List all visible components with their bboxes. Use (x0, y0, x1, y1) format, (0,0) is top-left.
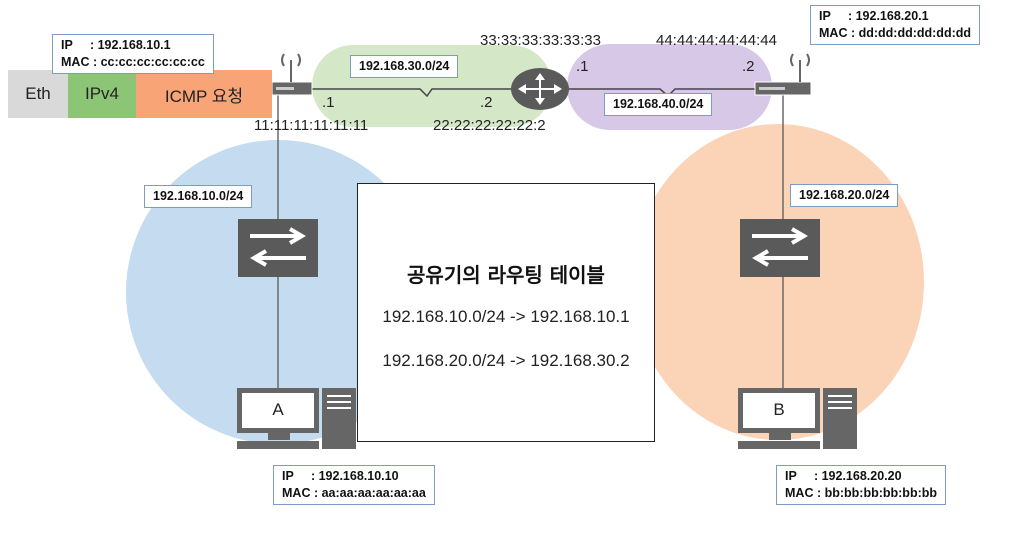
gateway2-ip: IP : 192.168.20.1 (819, 9, 929, 23)
core-router-icon (511, 68, 569, 110)
switch-b-icon (740, 219, 820, 277)
packet-ipv4: IPv4 (68, 70, 136, 118)
mac-router-left: 22:22:22:22:22:2 (433, 117, 546, 134)
net20-label: 192.168.20.0/24 (790, 184, 899, 207)
mac-r2-wan: 44:44:44:44:44:44 (656, 32, 777, 49)
switch-a-icon (238, 219, 318, 277)
gateway2-mac: MAC : dd:dd:dd:dd:dd:dd (819, 26, 972, 40)
host-a-ip: IP : 192.168.10.10 (282, 469, 399, 483)
host-a-label: A (272, 400, 284, 419)
pc-b-icon (738, 388, 857, 449)
router-2-icon (754, 53, 812, 96)
port-r1-wan: .1 (322, 94, 335, 111)
port-r2-wan: .2 (742, 58, 755, 75)
mac-r1-wan: 11:11:11:11:11:11 (254, 117, 369, 134)
packet-eth: Eth (8, 70, 68, 118)
routing-table: 공유기의 라우팅 테이블 192.168.10.0/24 -> 192.168.… (357, 183, 655, 442)
host-a-info: IP : 192.168.10.10 MAC : aa:aa:aa:aa:aa:… (273, 465, 435, 505)
host-b-info: IP : 192.168.20.20 MAC : bb:bb:bb:bb:bb:… (776, 465, 947, 505)
net10-label: 192.168.10.0/24 (144, 185, 253, 208)
pc-a-icon (237, 388, 356, 449)
routing-table-title: 공유기의 라우팅 테이블 (407, 263, 605, 287)
router-1-icon (271, 53, 313, 96)
routing-table-row: 192.168.10.0/24 -> 192.168.10.1 (382, 307, 630, 326)
host-b-mac: MAC : bb:bb:bb:bb:bb:bb (785, 486, 938, 500)
port-router-right: .1 (576, 58, 589, 75)
gateway2-info: IP : 192.168.20.1 MAC : dd:dd:dd:dd:dd:d… (810, 5, 981, 45)
gateway1-ip: IP : 192.168.10.1 (61, 38, 171, 52)
host-a-mac: MAC : aa:aa:aa:aa:aa:aa (282, 486, 426, 500)
mac-router-right: 33:33:33:33:33:33 (480, 32, 601, 49)
gateway1-info: IP : 192.168.10.1 MAC : cc:cc:cc:cc:cc:c… (52, 34, 214, 74)
gateway1-mac: MAC : cc:cc:cc:cc:cc:cc (61, 55, 205, 69)
port-router-left: .2 (480, 94, 493, 111)
net40-area (567, 44, 772, 130)
net40-label: 192.168.40.0/24 (604, 93, 713, 116)
routing-table-row: 192.168.20.0/24 -> 192.168.30.2 (382, 351, 630, 370)
packet-icmp: ICMP 요청 (136, 70, 272, 118)
host-b-ip: IP : 192.168.20.20 (785, 469, 902, 483)
net30-label: 192.168.30.0/24 (350, 55, 459, 78)
host-b-label: B (773, 400, 785, 419)
